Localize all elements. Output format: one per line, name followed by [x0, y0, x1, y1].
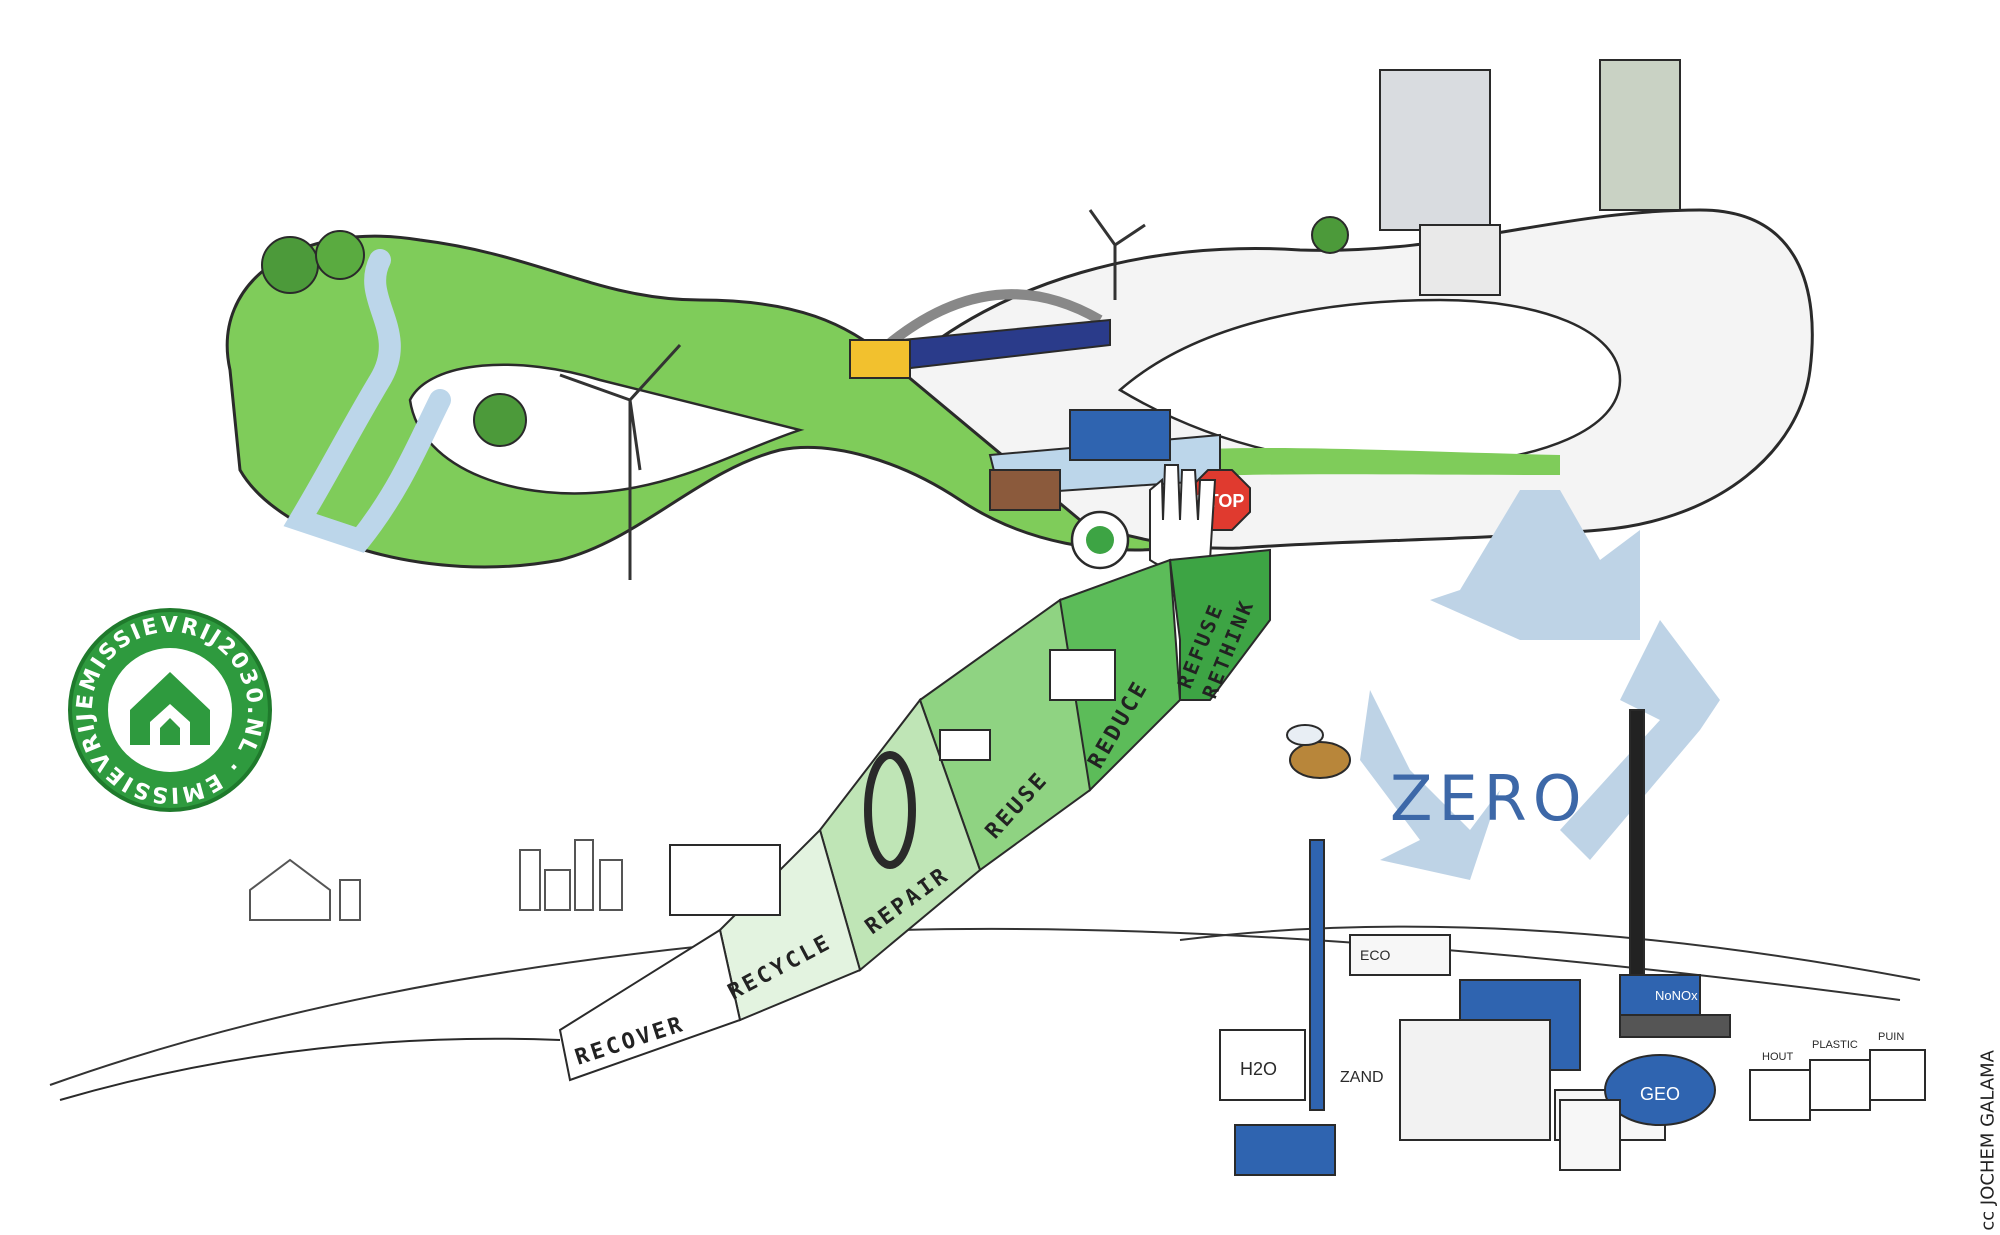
recycle-arrows-icon: [1360, 490, 1720, 880]
nonox-label: NoNOx: [1655, 988, 1698, 1003]
zand-label: ZAND: [1340, 1069, 1384, 1086]
background-sketch: [249, 839, 623, 921]
ground-hill-right: [1179, 925, 1921, 981]
zero-label: ZERO: [1390, 762, 1588, 835]
green-buildings: [1379, 59, 1681, 296]
wind-turbine: [559, 209, 1146, 580]
ladder-step-recover: [558, 928, 742, 1082]
h2o-label: H2O: [1240, 1059, 1277, 1079]
r-ladder: RECOVER RECYCLE REPAIR REUSE REDUCE REFU…: [59, 548, 1271, 1101]
infinity-loop: [225, 208, 1814, 569]
bridge-with-train: [849, 289, 1111, 379]
light-bulb-icon: [1070, 510, 1130, 570]
artist-credit: cc JOCHEM GALAMA: [1978, 1050, 1999, 1231]
ladder-step-rethink: [1168, 548, 1271, 701]
hout-label: HOUT: [1762, 1051, 1793, 1063]
bee-icon: [1286, 724, 1351, 779]
eco-label: ECO: [1360, 947, 1390, 963]
house-arrow-icon: [130, 672, 210, 745]
construction-site: [1219, 709, 1926, 1176]
trees: [261, 216, 1349, 447]
puin-label: PUIN: [1878, 1031, 1904, 1043]
plastic-label: PLASTIC: [1812, 1039, 1858, 1051]
construction-signs: H2O ZAND ECO NoNOx GEO HOUT PLASTIC PUIN: [1240, 947, 1904, 1104]
ladder-props: [669, 649, 1116, 916]
hand-icon: [1149, 464, 1217, 571]
emissievrij-badge: EMISSIEVRIJ2030.NL · EMISSIEVRIJ2030.NL …: [0, 0, 272, 812]
geo-label: GEO: [1640, 1084, 1680, 1104]
river: [283, 249, 451, 553]
ladder-road: [59, 1037, 561, 1101]
